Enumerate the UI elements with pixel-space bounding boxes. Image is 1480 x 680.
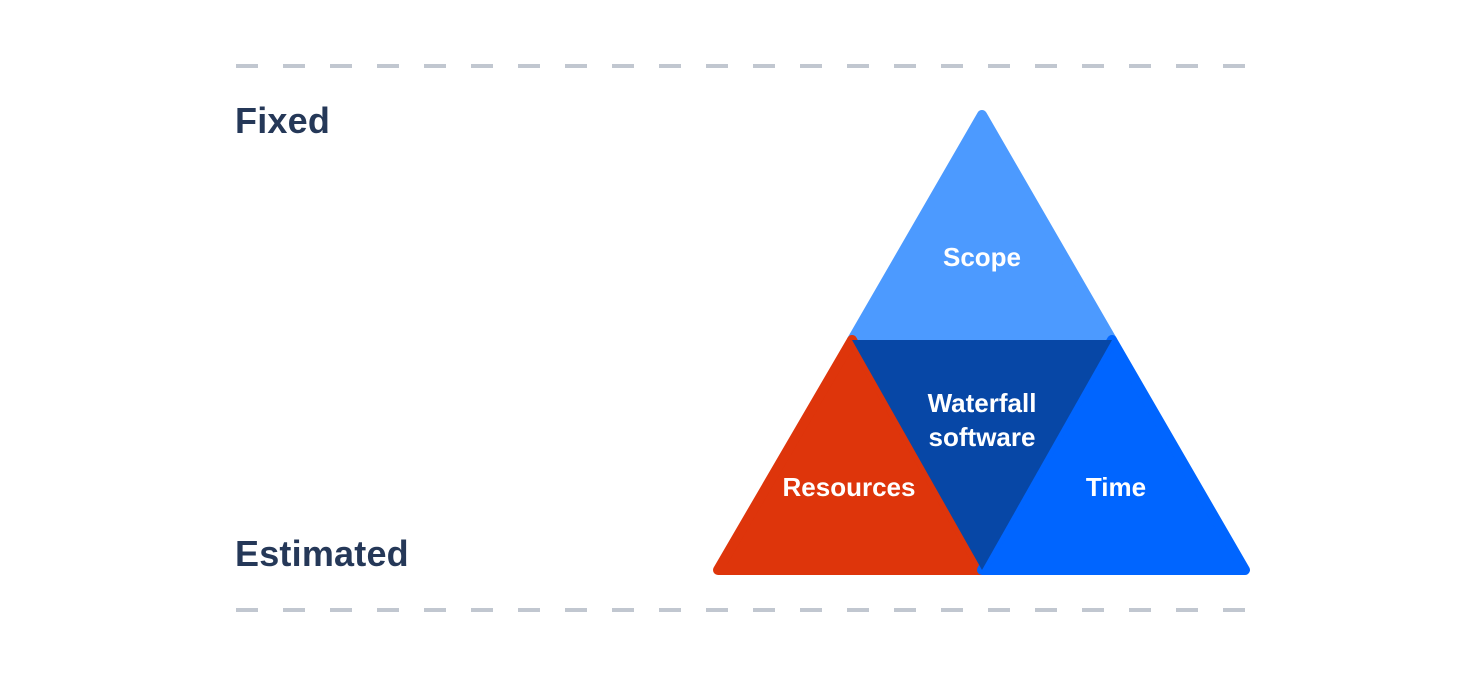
resources-label: Resources (783, 472, 916, 502)
waterfall-label-line1: Waterfall (928, 388, 1037, 418)
estimated-label: Estimated (235, 533, 409, 574)
scope-triangle (847, 110, 1117, 345)
waterfall-center-triangle (852, 340, 1112, 570)
time-label: Time (1086, 472, 1146, 502)
waterfall-label-line2: software (929, 422, 1036, 452)
fixed-label: Fixed (235, 100, 331, 141)
scope-label: Scope (943, 242, 1021, 272)
